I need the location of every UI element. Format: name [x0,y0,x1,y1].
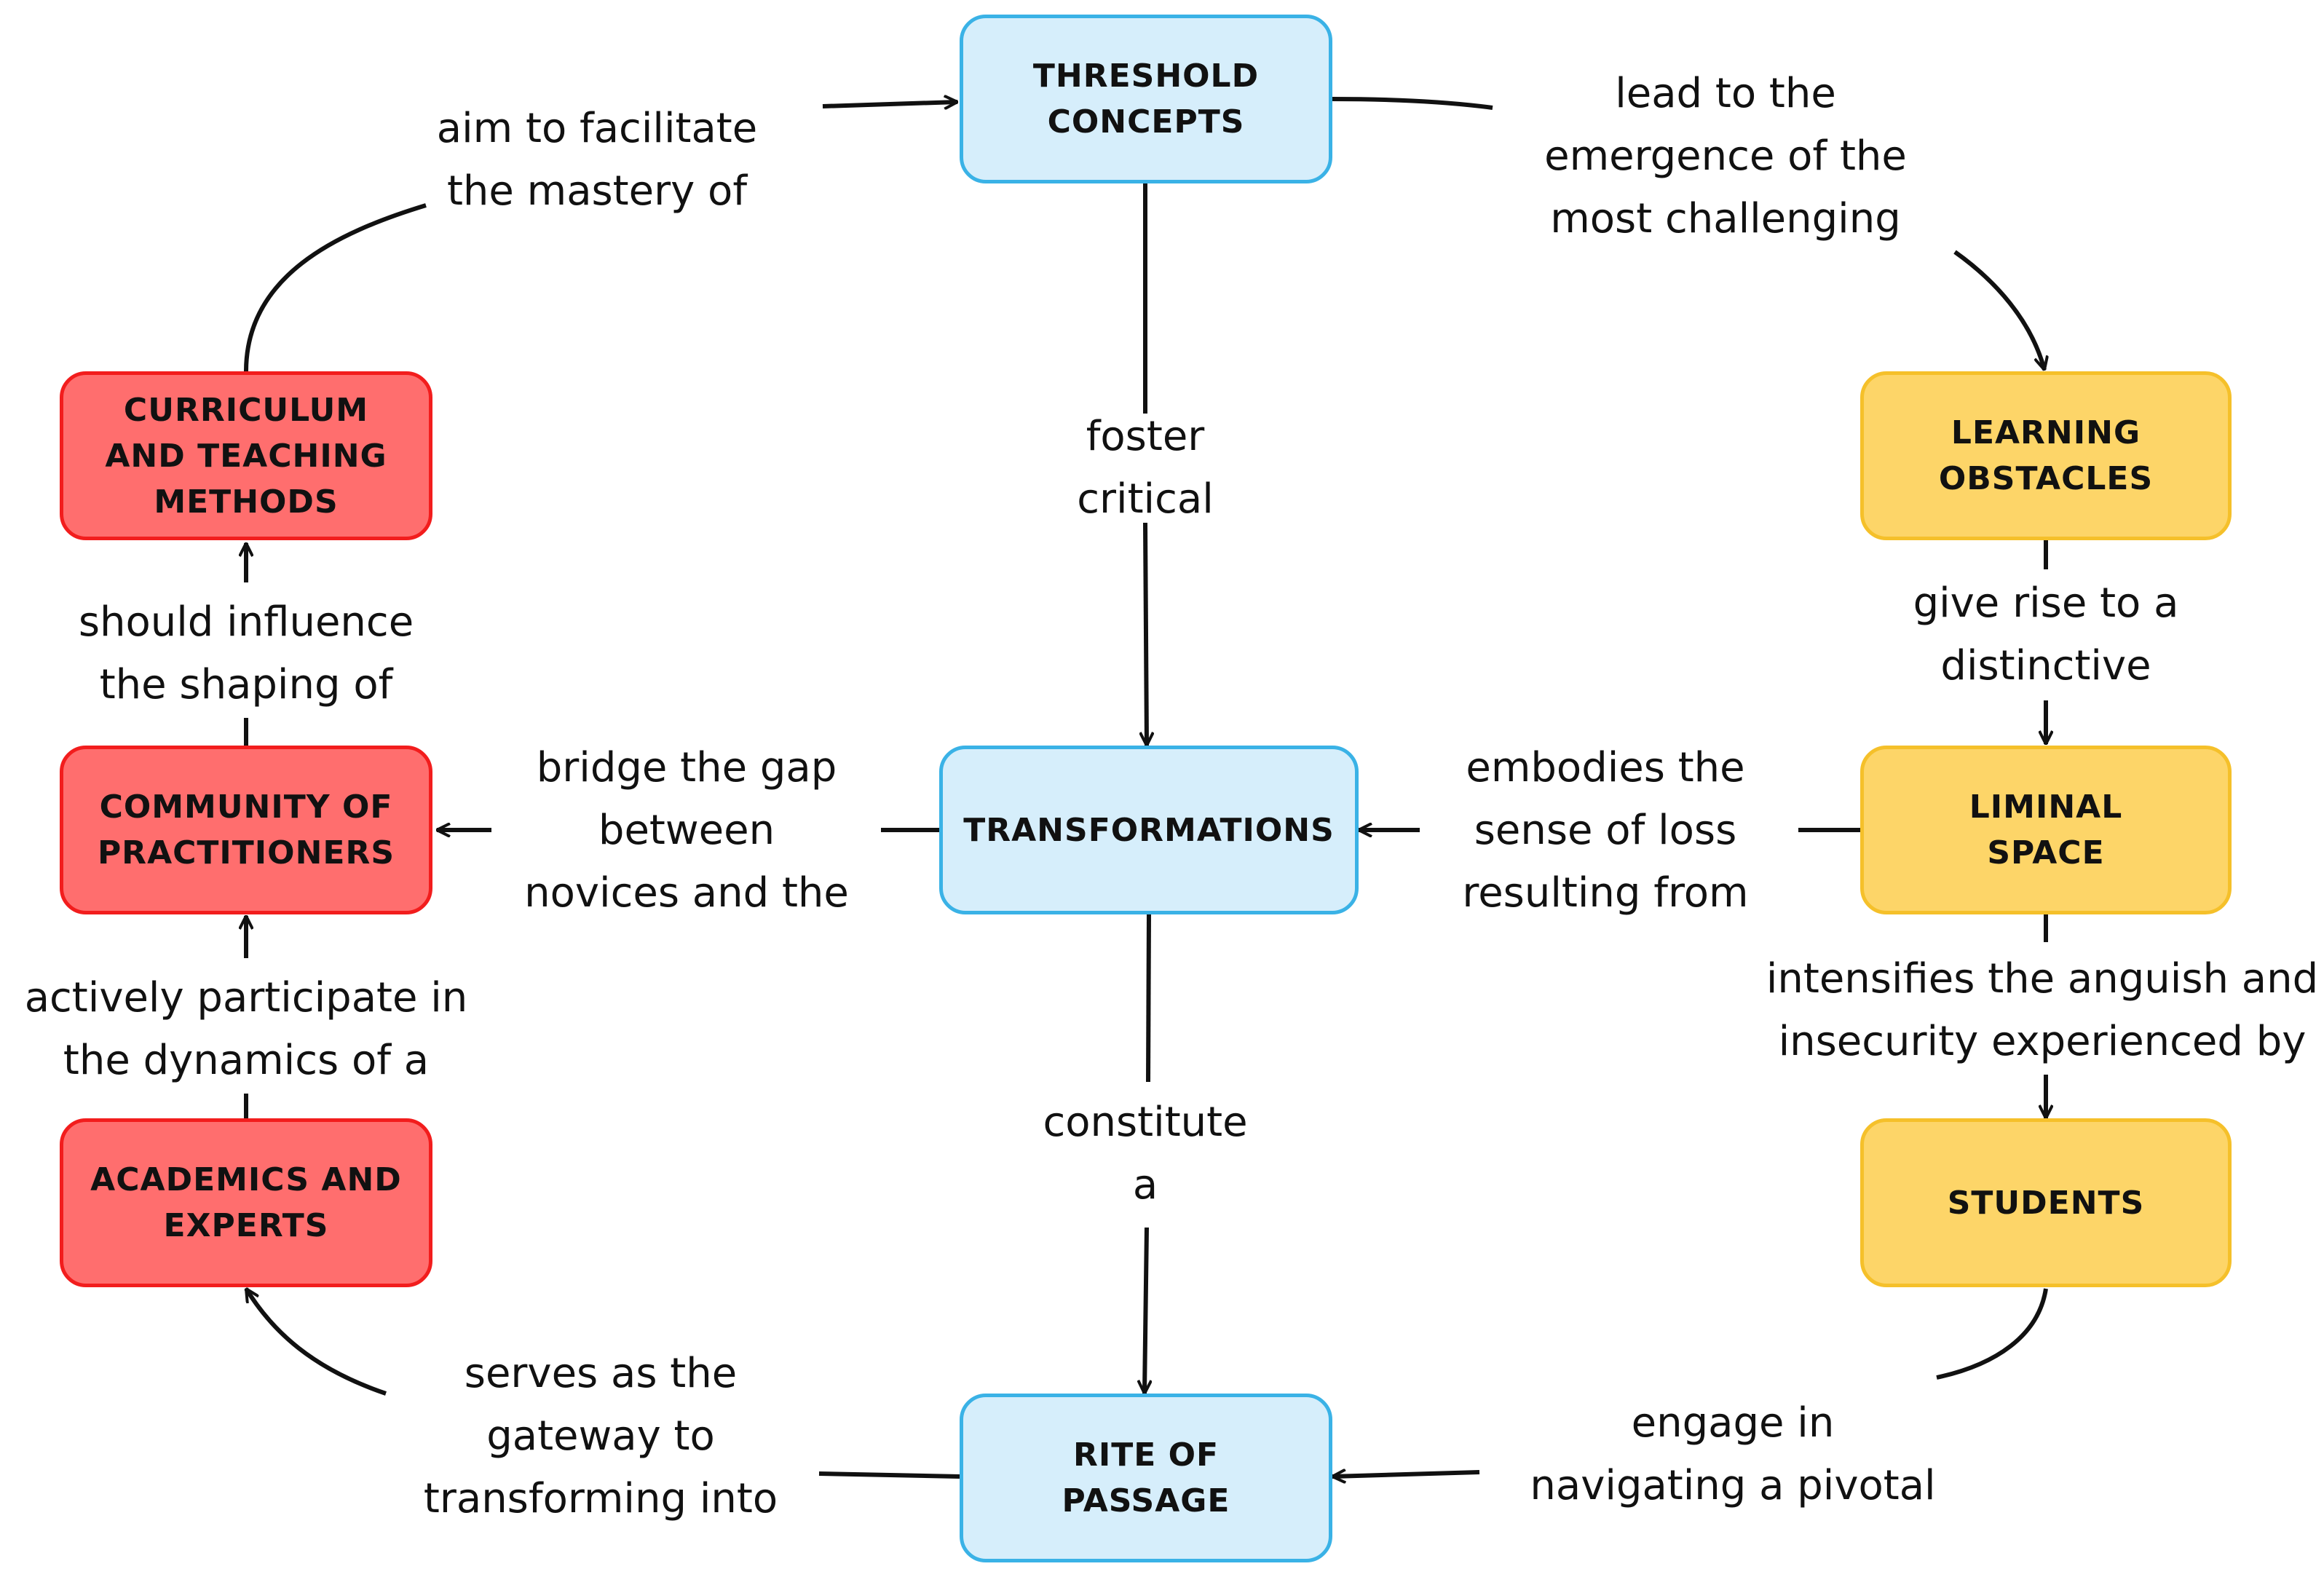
node-learning-obstacles[interactable]: LEARNING OBSTACLES [1860,371,2232,540]
node-community-of-practitioners[interactable]: COMMUNITY OF PRACTITIONERS [60,746,432,914]
connector-transformations-rite [1146,914,1151,1083]
node-academics-label: ACADEMICS AND EXPERTS [90,1161,402,1244]
node-academics-and-experts[interactable]: ACADEMICS AND EXPERTS [60,1118,432,1287]
link-label-foster-critical: foster critical [1077,413,1214,523]
node-learning-obstacles-label: LEARNING OBSTACLES [1938,414,2154,497]
node-liminal-space[interactable]: LIMINAL SPACE [1860,746,2232,914]
link-label-aim-to-facilitate: aim to facilitate the mastery of [436,105,758,215]
connector-rite-academics [818,1471,960,1479]
link-label-bridge-the-gap: bridge the gap between novices and the [524,744,849,917]
connector-curriculum-threshold [244,203,427,372]
link-label-constitute-a: constitute a [1043,1099,1248,1209]
node-transformations[interactable]: TRANSFORMATIONS [939,746,1359,914]
node-liminal-space-label: LIMINAL SPACE [1969,788,2123,872]
link-label-give-rise-to: give rise to a distinctive [1913,580,2179,689]
arrow-rite-academics [244,1289,387,1396]
arrow-transformations-rite [1145,1227,1147,1394]
link-label-should-influence: should influence the shaping of [78,598,414,708]
node-curriculum-label: CURRICULUM AND TEACHING METHODS [105,391,387,521]
connector-threshold-obstacles [1332,97,1493,110]
link-label-intensifies-anguish: intensifies the anguish and insecurity e… [1766,955,2319,1065]
arrow-students-rite [1332,1472,1480,1477]
node-transformations-label: TRANSFORMATIONS [963,811,1335,849]
link-label-engage-in-navigating: engage in navigating a pivotal [1530,1399,1936,1509]
arrow-curriculum-threshold [822,102,957,106]
link-label-serves-as-gateway: serves as the gateway to transforming in… [423,1350,778,1522]
node-community-label: COMMUNITY OF PRACTITIONERS [97,788,395,872]
node-students[interactable]: STUDENTS [1860,1118,2232,1287]
node-threshold-concepts[interactable]: THRESHOLD CONCEPTS [960,15,1332,183]
arrow-threshold-transformations [1145,522,1147,746]
link-label-embodies-sense-of-loss: embodies the sense of loss resulting fro… [1462,744,1749,917]
node-rite-of-passage-label: RITE OF PASSAGE [1062,1436,1230,1519]
node-curriculum-teaching-methods[interactable]: CURRICULUM AND TEACHING METHODS [60,371,432,540]
node-rite-of-passage[interactable]: RITE OF PASSAGE [960,1394,1332,1562]
node-students-label: STUDENTS [1947,1184,2145,1222]
connector-students-rite [1936,1288,2048,1380]
arrow-threshold-obstacles [1953,250,2044,370]
link-label-actively-participate: actively participate in the dynamics of … [24,974,468,1084]
node-threshold-concepts-label: THRESHOLD CONCEPTS [1032,58,1260,141]
link-label-lead-to-emergence: lead to the emergence of the most challe… [1544,70,1907,242]
